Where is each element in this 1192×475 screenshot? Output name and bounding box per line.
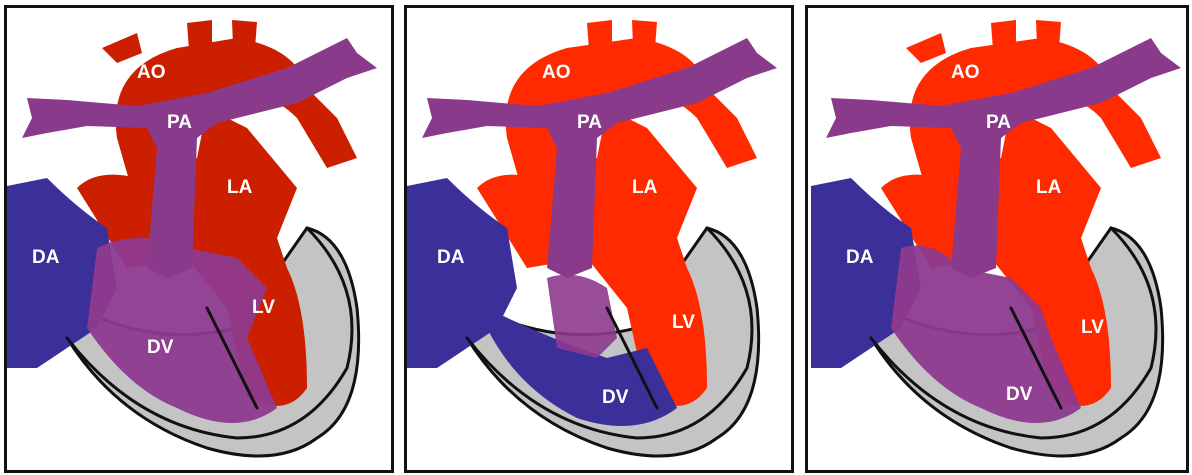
heart-diagram-1: AO PA LA DA LV DV [7, 8, 391, 470]
label-pa: PA [167, 112, 192, 133]
label-pa: PA [986, 112, 1011, 133]
label-lv: LV [1081, 317, 1104, 338]
label-da: DA [846, 247, 874, 268]
label-dv: DV [147, 337, 174, 358]
label-la: LA [227, 177, 253, 198]
heart-panel-3: AO PA LA DA LV DV [805, 5, 1189, 473]
label-ao: AO [137, 62, 166, 83]
label-la: LA [1036, 177, 1062, 198]
heart-diagram-2: AO PA LA DA LV DV [407, 8, 791, 470]
label-dv: DV [1006, 384, 1033, 405]
heart-diagram-3: AO PA LA DA LV DV [808, 8, 1189, 470]
label-lv: LV [252, 297, 275, 318]
label-pa: PA [577, 112, 602, 133]
label-dv: DV [602, 387, 629, 408]
label-la: LA [632, 177, 658, 198]
label-da: DA [437, 247, 465, 268]
mixed-region-purple [547, 275, 617, 358]
label-ao: AO [951, 62, 980, 83]
label-da: DA [32, 247, 60, 268]
label-lv: LV [672, 312, 695, 333]
label-ao: AO [542, 62, 571, 83]
heart-panel-1: AO PA LA DA LV DV [4, 5, 394, 473]
heart-panel-2: AO PA LA DA LV DV [404, 5, 794, 473]
